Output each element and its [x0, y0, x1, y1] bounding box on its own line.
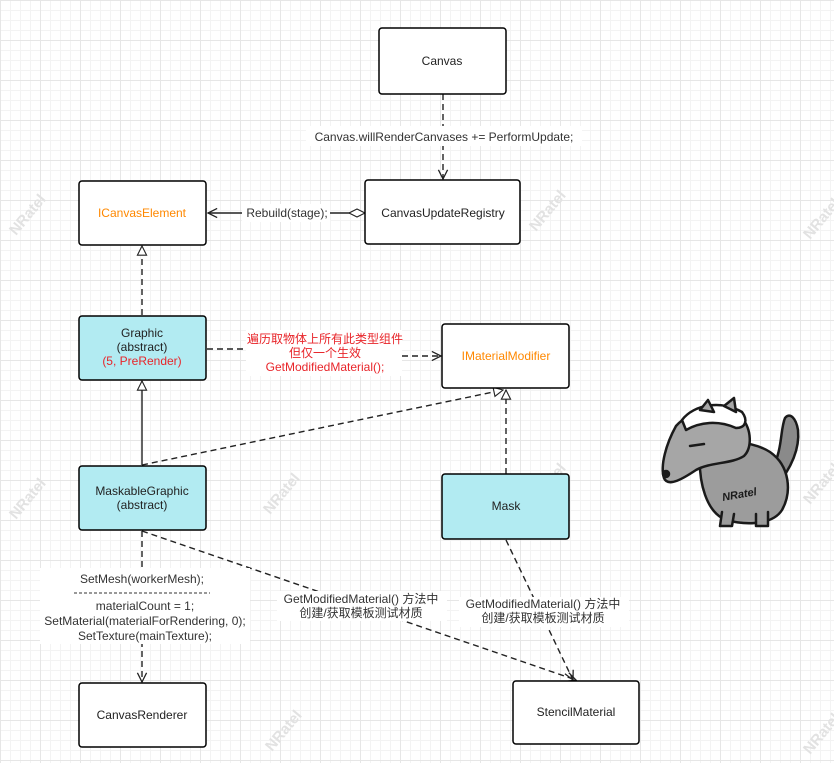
watermark-text: NRatel: [260, 470, 304, 517]
node-canvasrenderer-label: CanvasRenderer: [97, 708, 188, 722]
material-count-label: materialCount = 1;: [96, 599, 194, 613]
edges: [142, 94, 576, 682]
label-bg: [277, 591, 447, 621]
modifier-label-line2: 但仅一个生效: [289, 345, 361, 360]
watermark-text: NRatel: [6, 475, 50, 522]
node-graphic-prerender: (5, PreRender): [102, 354, 181, 368]
node-graphic-label: Graphic: [121, 326, 163, 340]
node-stencil-material[interactable]: StencilMaterial: [512, 680, 640, 745]
node-icanvaselement-label: ICanvasElement: [98, 206, 187, 220]
watermark-text: NRatel: [800, 460, 834, 507]
label-bg: [40, 568, 250, 644]
node-canvas-label: Canvas: [422, 54, 463, 68]
modifier-label-line3: GetModifiedMaterial();: [266, 360, 385, 374]
node-maskable-graphic[interactable]: MaskableGraphic (abstract): [78, 465, 207, 531]
watermark-text: NRatel: [6, 191, 50, 238]
edge-maskablegraphic-to-stencilmaterial: [141, 530, 576, 680]
node-mask[interactable]: Mask: [441, 473, 570, 540]
setmesh-label: SetMesh(workerMesh);: [80, 572, 204, 586]
edge-labels: Canvas.willRenderCanvases += PerformUpda…: [40, 126, 629, 644]
settexture-label: SetTexture(mainTexture);: [78, 629, 212, 643]
modifier-label-line1: 遍历取物体上所有此类型组件: [247, 332, 403, 346]
node-graphic-abstract: (abstract): [117, 340, 168, 354]
node-imaterialmodifier-label: IMaterialModifier: [462, 349, 551, 363]
label-bg: [242, 204, 330, 222]
watermark-text: NRatel: [800, 710, 834, 757]
edge-mask-to-stencilmaterial: [505, 539, 573, 680]
maskable-stencil-label-line1: GetModifiedMaterial() 方法中: [284, 591, 439, 606]
node-imaterial-modifier[interactable]: IMaterialModifier: [441, 323, 570, 389]
rebuild-label: Rebuild(stage);: [246, 206, 327, 220]
node-mask-label: Mask: [492, 499, 522, 513]
mask-stencil-label-line2: 创建/获取模板测试材质: [481, 610, 604, 625]
node-registry-label: CanvasUpdateRegistry: [381, 206, 504, 220]
label-bg: [306, 126, 582, 146]
node-canvas-update-registry[interactable]: CanvasUpdateRegistry: [364, 179, 521, 245]
watermark-text: NRatel: [262, 707, 306, 754]
label-bg: [459, 597, 629, 627]
watermark-text: NRatel: [526, 187, 570, 234]
label-bg: [246, 330, 402, 376]
mask-stencil-label-line1: GetModifiedMaterial() 方法中: [466, 596, 621, 611]
node-canvas[interactable]: Canvas: [378, 27, 507, 95]
node-maskablegraphic-label: MaskableGraphic: [95, 484, 188, 498]
setmaterial-label: SetMaterial(materialForRendering, 0);: [44, 614, 245, 628]
edge-maskablegraphic-implements-modifier: [141, 390, 503, 466]
node-icanvas-element[interactable]: ICanvasElement: [78, 180, 207, 246]
maskable-stencil-label-line2: 创建/获取模板测试材质: [299, 605, 422, 620]
mascot-icon: NRatel: [661, 396, 800, 528]
node-maskablegraphic-abstract: (abstract): [117, 498, 168, 512]
node-canvas-renderer[interactable]: CanvasRenderer: [78, 682, 207, 748]
node-stencilmaterial-label: StencilMaterial: [537, 705, 616, 719]
watermark-text: NRatel: [800, 195, 834, 242]
node-graphic[interactable]: Graphic (abstract) (5, PreRender): [78, 315, 207, 381]
will-render-label: Canvas.willRenderCanvases += PerformUpda…: [315, 130, 574, 144]
